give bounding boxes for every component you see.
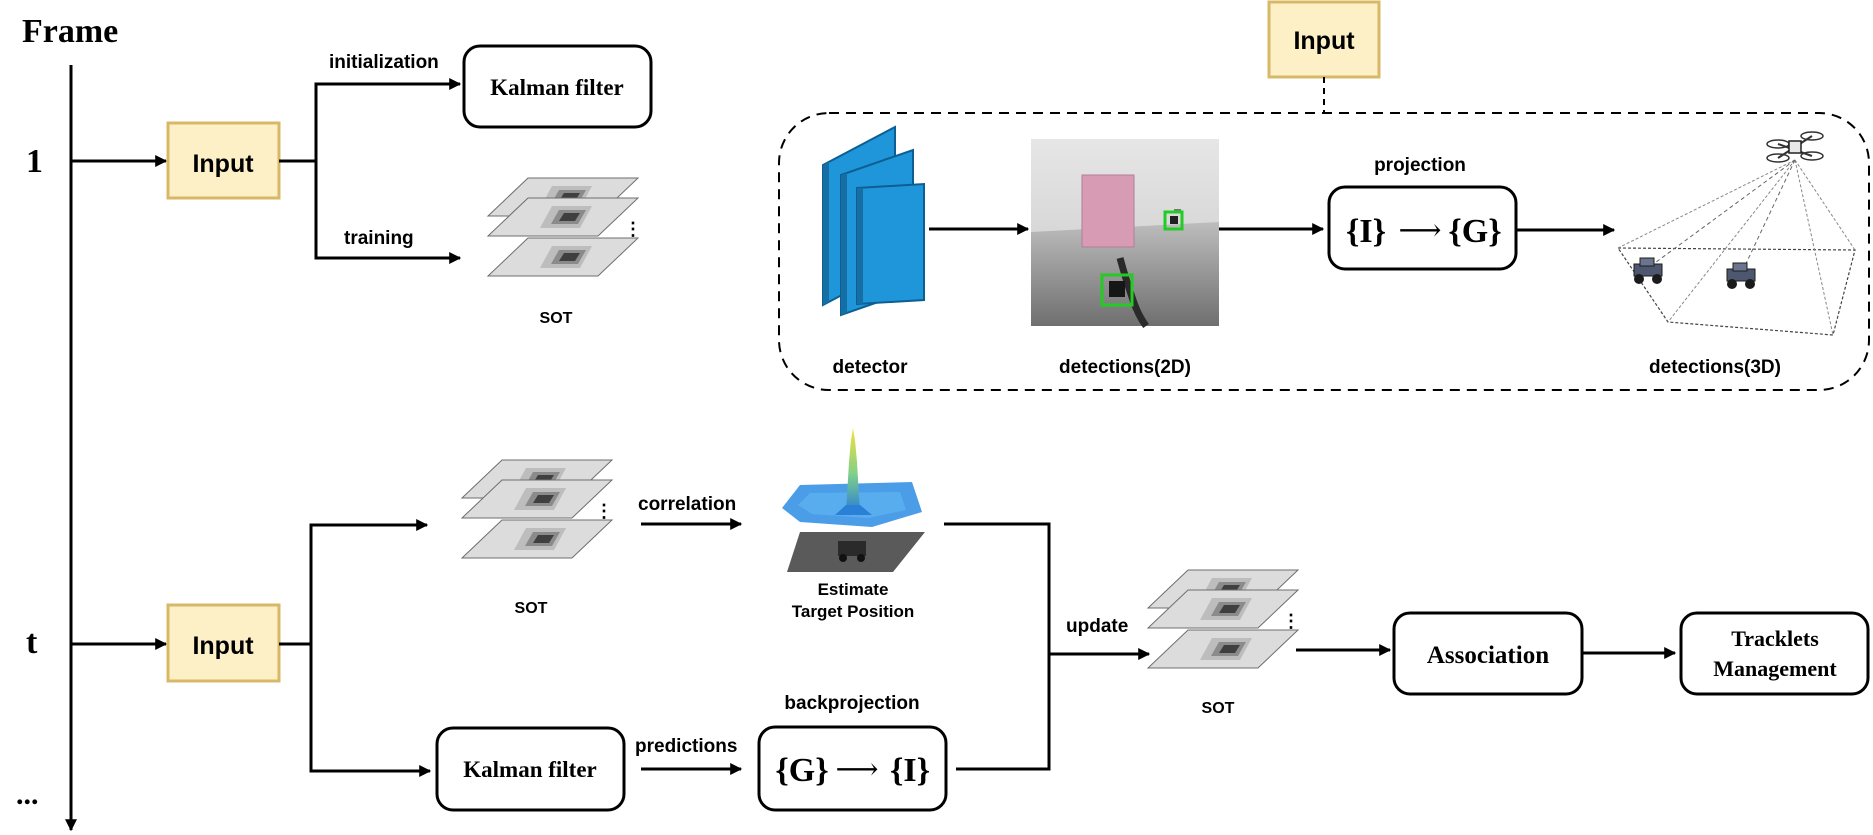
- kalman-filter-box-frame1: [462, 44, 653, 129]
- sot-label-updated: SOT: [1202, 700, 1235, 717]
- tracklets-management-box: [1679, 611, 1870, 696]
- merge-connector: [944, 522, 1051, 771]
- sot-stack-dots-frame1: ⋮: [624, 219, 642, 239]
- frame-label-t: t: [26, 624, 38, 661]
- sot-stack-framet: [462, 460, 612, 558]
- input-box-framet: [166, 603, 281, 683]
- kalman-filter-box-framet: [435, 726, 626, 812]
- detections-2d-label: detections(2D): [1059, 357, 1191, 378]
- update-label: update: [1066, 616, 1128, 637]
- arrow-training: [314, 161, 462, 264]
- tracklets-label-line2: Management: [1713, 656, 1837, 681]
- kalman-filter-label-frame1: Kalman filter: [490, 75, 624, 100]
- robot-in-response-map: [838, 541, 866, 562]
- sot-label-framet: SOT: [515, 600, 548, 617]
- detection-box-small: [1163, 210, 1184, 231]
- input-box-detection: [1267, 0, 1381, 79]
- detections-3d-label: detections(3D): [1649, 357, 1781, 378]
- correlation-label: correlation: [638, 494, 736, 515]
- frame-label-ellipsis: ...: [16, 778, 39, 811]
- backprojection-label: backprojection: [784, 693, 919, 714]
- arrow-to-kalman-framet: [309, 644, 432, 777]
- detector-icon: [822, 125, 925, 317]
- drone-icon: [1766, 131, 1824, 163]
- arrow-to-sot-correlation: [279, 519, 429, 646]
- initialization-label: initialization: [329, 52, 439, 73]
- sot-stack-dots-updated: ⋮: [1282, 611, 1300, 631]
- input-label-detection: Input: [1293, 27, 1355, 55]
- estimate-label-line1: Estimate: [818, 580, 889, 599]
- predictions-label: predictions: [635, 736, 737, 757]
- projection-formula-right: {G}: [1448, 213, 1501, 250]
- input-label-framet: Input: [192, 632, 254, 660]
- backprojection-formula-left: {G}: [775, 752, 828, 789]
- response-map-icon: [782, 428, 925, 572]
- kalman-filter-label-framet: Kalman filter: [463, 757, 597, 782]
- estimate-label-line2: Target Position: [792, 602, 914, 621]
- sot-stack-dots-framet: ⋮: [595, 501, 613, 521]
- sot-stack-frame1: [488, 178, 638, 276]
- arrow-initialization: [279, 78, 462, 163]
- detections-2d-image: [1031, 139, 1219, 329]
- robot-2-icon: [1726, 262, 1756, 290]
- sot-stack-updated: [1148, 570, 1298, 668]
- input-label-frame1: Input: [192, 150, 254, 178]
- training-label: training: [344, 228, 414, 249]
- projection-label: projection: [1374, 155, 1466, 176]
- detections-3d-scene: [1616, 131, 1856, 336]
- backprojection-box: [757, 725, 948, 812]
- frame-label-1: 1: [26, 143, 43, 180]
- detection-panel-frame: [778, 112, 1870, 391]
- backprojection-formula-right: {I}: [890, 752, 930, 789]
- robot-1-icon: [1633, 257, 1663, 285]
- detection-box-large: [1100, 273, 1134, 307]
- projection-arrow: ⟶: [1398, 214, 1441, 247]
- backprojection-arrow: ⟶: [835, 753, 878, 786]
- projection-formula-left: {I}: [1346, 213, 1386, 250]
- sot-label-frame1: SOT: [540, 310, 573, 327]
- projection-box: [1327, 185, 1518, 271]
- tracklets-label-line1: Tracklets: [1731, 626, 1819, 651]
- frame-title: Frame: [22, 13, 118, 50]
- association-label: Association: [1427, 642, 1549, 669]
- detector-label: detector: [833, 357, 909, 378]
